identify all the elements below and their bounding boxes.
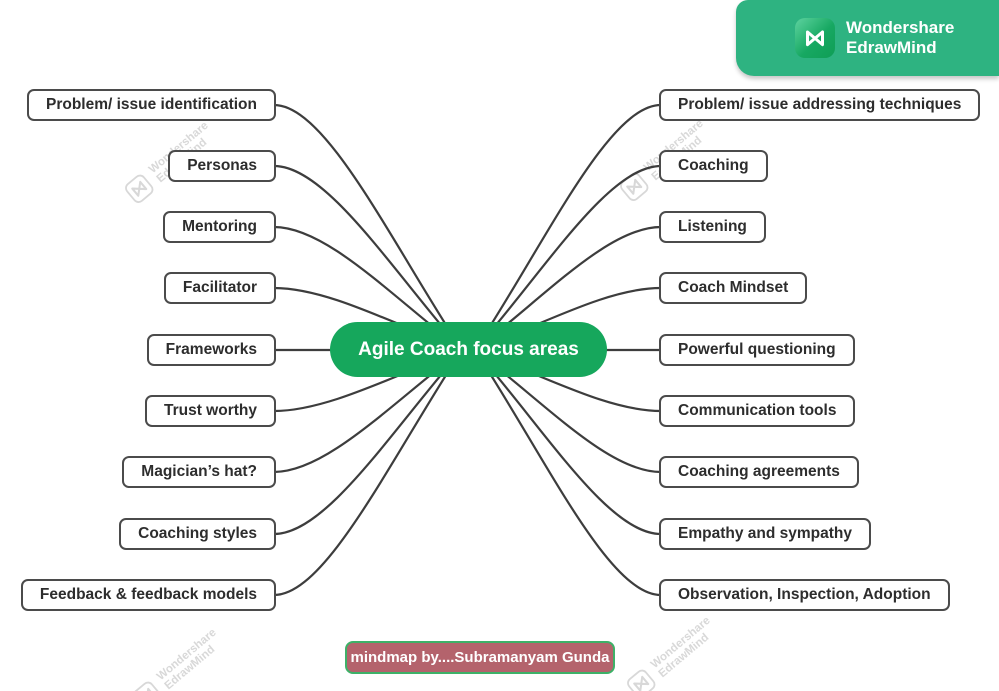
edrawmind-watermark-icon: [620, 172, 649, 201]
topic-listening[interactable]: Listening: [659, 211, 766, 243]
topic-observation-inspection-adoption[interactable]: Observation, Inspection, Adoption: [659, 579, 950, 611]
topic-facilitator[interactable]: Facilitator: [163, 272, 276, 304]
topic-trust-worthy[interactable]: Trust worthy: [144, 395, 276, 427]
topic-problem-issue-addressing-techniques[interactable]: Problem/ issue addressing techniques: [659, 89, 981, 121]
edrawmind-watermark-icon: [125, 174, 154, 203]
topic-problem-issue-identification[interactable]: Problem/ issue identification: [26, 89, 276, 121]
brand-name: Wondershare EdrawMind: [846, 18, 954, 58]
edrawmind-watermark-icon: [133, 681, 162, 691]
topic-coach-mindset[interactable]: Coach Mindset: [659, 272, 808, 304]
topic-coaching-styles[interactable]: Coaching styles: [119, 518, 276, 550]
topic-powerful-questioning[interactable]: Powerful questioning: [659, 334, 855, 366]
topic-coaching-agreements[interactable]: Coaching agreements: [659, 456, 859, 488]
central-topic[interactable]: Agile Coach focus areas: [330, 322, 607, 377]
edrawmind-logo-icon: [795, 18, 835, 58]
topic-magicians-hat[interactable]: Magician’s hat?: [122, 456, 276, 488]
topic-mentoring[interactable]: Mentoring: [163, 211, 276, 243]
topic-empathy-and-sympathy[interactable]: Empathy and sympathy: [659, 518, 871, 550]
credit-note[interactable]: mindmap by....Subramanyam Gunda: [345, 641, 615, 674]
brand-line2: EdrawMind: [846, 38, 937, 57]
topic-frameworks[interactable]: Frameworks: [146, 334, 276, 366]
topic-feedback-models[interactable]: Feedback & feedback models: [20, 579, 276, 611]
brand-line1: Wondershare: [846, 18, 955, 37]
topic-communication-tools[interactable]: Communication tools: [659, 395, 856, 427]
topic-coaching[interactable]: Coaching: [659, 150, 768, 182]
edrawmind-banner: Wondershare EdrawMind: [736, 0, 999, 76]
topic-personas[interactable]: Personas: [168, 150, 276, 182]
